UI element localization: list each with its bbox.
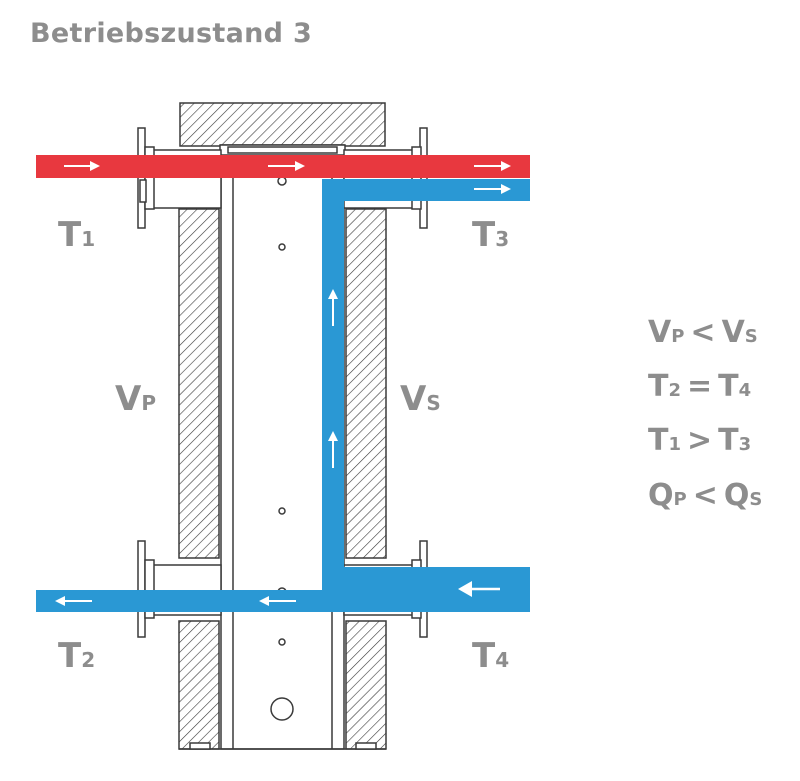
label-t4: T4 <box>472 636 509 676</box>
insulation-right-upper <box>345 208 387 559</box>
insulation-top <box>179 102 386 147</box>
relation-supply-temp: T1>T3 <box>648 423 751 458</box>
port-hole <box>277 176 287 186</box>
port-hole <box>278 243 286 251</box>
insulation-left-lower <box>178 620 220 750</box>
arrow-left-icon <box>259 596 296 606</box>
label-vp: VP <box>115 379 156 419</box>
flow-paths <box>36 155 530 612</box>
page-title: Betriebszustand 3 <box>30 18 313 49</box>
insulation-left-upper <box>178 208 220 559</box>
relation-return-temp: T2=T4 <box>648 369 751 404</box>
arrow-left-icon <box>458 581 500 597</box>
relations-list: VP<VS T2=T4 T1>T3 QP<QS <box>648 315 762 513</box>
label-t3: T3 <box>472 215 509 255</box>
insulation-right-lower <box>345 620 387 750</box>
port-hole <box>278 507 286 515</box>
insulation-blocks <box>178 102 387 750</box>
drain-hole <box>270 697 294 721</box>
label-t2: T2 <box>58 636 95 676</box>
relation-volume: VP<VS <box>648 315 758 350</box>
relation-heat: QP<QS <box>648 478 762 513</box>
arrow-right-icon <box>64 161 100 171</box>
arrow-right-icon <box>474 184 511 194</box>
arrow-right-icon <box>474 161 511 171</box>
label-vs: VS <box>400 379 441 419</box>
arrow-up-icon <box>328 289 338 326</box>
flow-arrows <box>55 161 511 606</box>
port-hole <box>278 638 286 646</box>
label-t1: T1 <box>58 215 95 255</box>
flange <box>137 540 146 638</box>
arrow-right-icon <box>268 161 305 171</box>
arrow-up-icon <box>328 431 338 468</box>
cold-flow <box>36 179 530 612</box>
arrow-left-icon <box>55 596 92 606</box>
